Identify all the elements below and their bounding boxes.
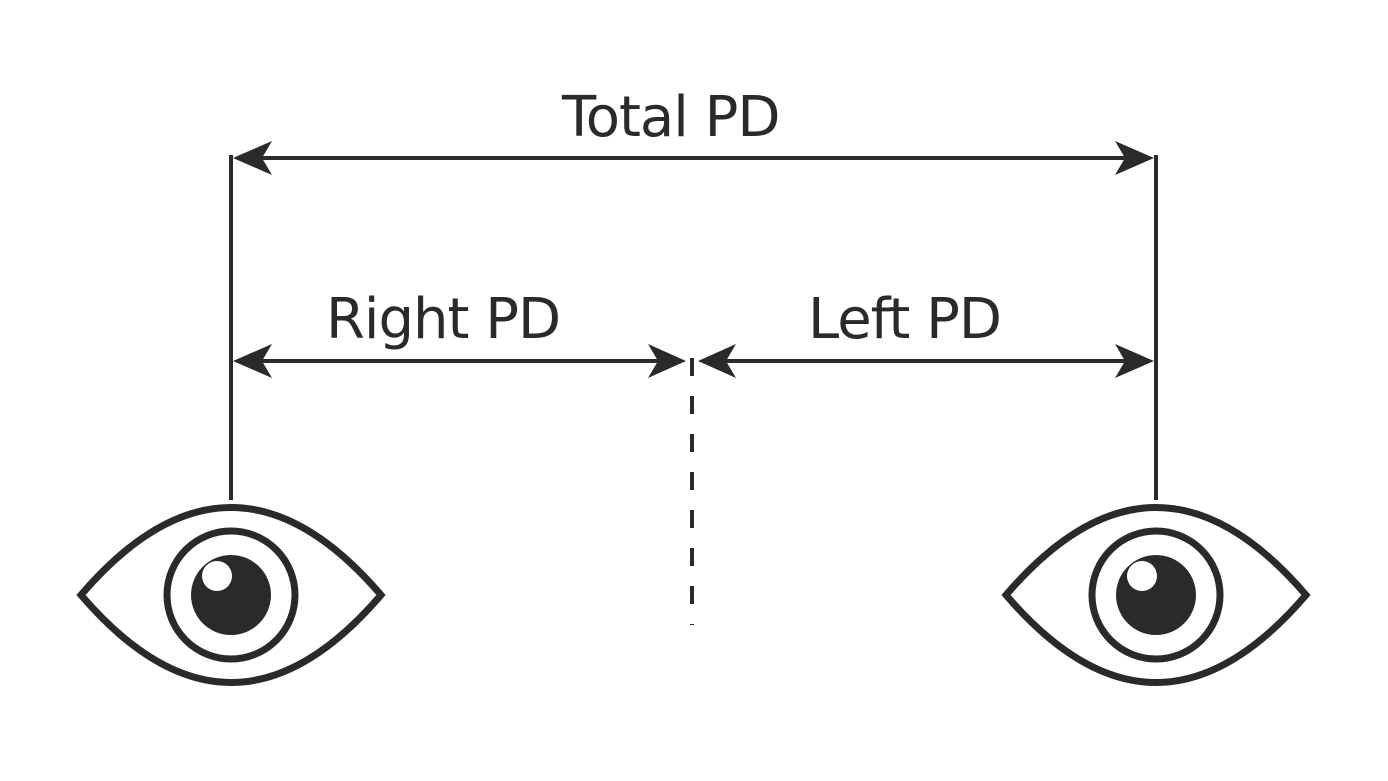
total-pd-label: Total PD: [562, 85, 780, 150]
right-pd-label: Right PD: [326, 287, 561, 352]
arrowhead-right-icon: [1115, 344, 1154, 378]
arrowhead-right-icon: [648, 344, 686, 378]
arrowhead-left-icon: [233, 141, 272, 175]
left-pd-label: Left PD: [808, 287, 1002, 352]
arrowhead-right-icon: [1115, 141, 1154, 175]
left-eye-icon: [1001, 504, 1311, 686]
arrowhead-left-icon: [698, 344, 736, 378]
right-eye-icon: [76, 504, 386, 686]
arrowhead-left-icon: [233, 344, 272, 378]
